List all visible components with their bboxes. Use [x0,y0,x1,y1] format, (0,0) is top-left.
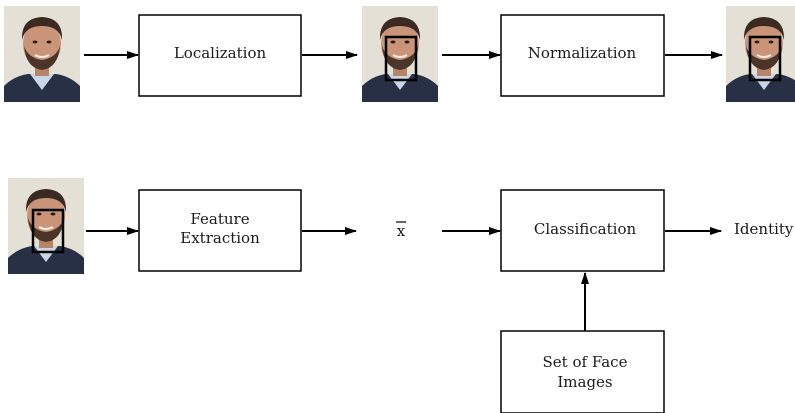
normalized-face-input-photo [7,177,85,275]
face-set-label-line-2: Images [557,373,612,391]
feature-vector-label: x [397,222,406,240]
localization-label: Localization [174,44,267,62]
feature-extraction-label-line-1: Feature [190,210,249,228]
identity-label: Identity [734,220,794,238]
feature-extraction-box: Feature Extraction [138,189,302,272]
face-set-box: Set of Face Images [500,330,665,413]
localized-face-photo [361,5,439,103]
normalization-box: Normalization [500,14,665,97]
feature-extraction-label-line-2: Extraction [180,229,260,247]
localization-box: Localization [138,14,302,97]
normalized-face-photo [725,5,795,103]
face-set-label-line-1: Set of Face [543,353,628,371]
face-bounding-box [31,208,65,254]
classification-label: Classification [534,220,637,238]
face-bounding-box [384,35,418,82]
feature-vector: x [396,221,406,240]
face-bounding-box [748,35,782,82]
input-face-photo [3,5,81,103]
classification-box: Classification [500,189,665,272]
normalization-label: Normalization [528,44,637,62]
